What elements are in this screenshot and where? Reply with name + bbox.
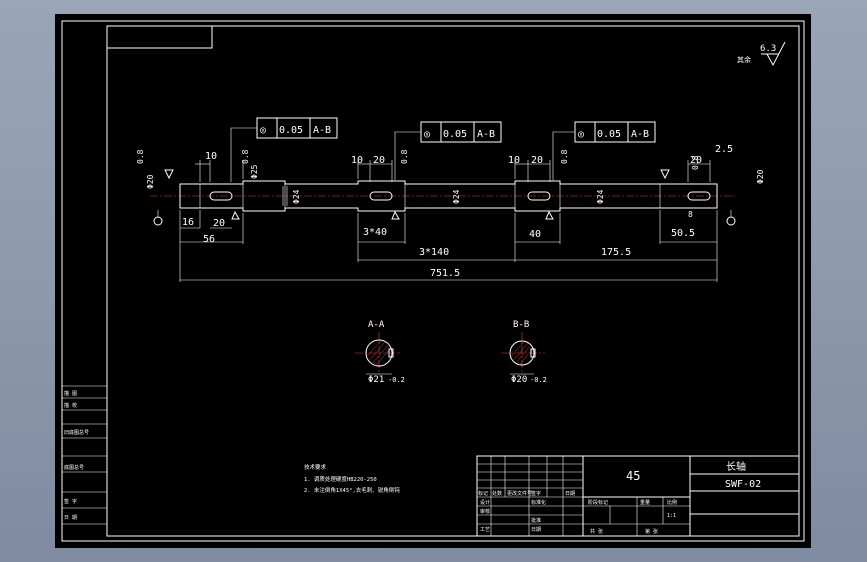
- tb-stage-mark: 阶段标记: [588, 499, 608, 506]
- dim-10a: 10: [205, 151, 217, 162]
- tol-symbol-2: ◎: [424, 129, 430, 140]
- dia-24b: Φ24: [452, 189, 461, 204]
- dia-24c: Φ24: [596, 189, 605, 204]
- shaft-outline: [179, 180, 718, 212]
- section-a-a: A-A Φ21 -0.2: [355, 320, 405, 385]
- rough-08-left: 0.8: [136, 149, 145, 164]
- rough-08-b: 0.8: [400, 149, 409, 164]
- dim-2-5: 2.5: [715, 144, 733, 155]
- dim-3x40: 3*40: [363, 227, 387, 238]
- tb-check: 审核: [480, 508, 490, 515]
- tb-date: 日期: [565, 491, 575, 497]
- dim-20b: 20: [213, 218, 225, 229]
- cad-drawing: 描 图 描 校 旧底图总号 底图总号 签 字 日 期 其余 6.3: [61, 20, 805, 542]
- roughness-note: 其余 6.3: [737, 41, 786, 67]
- section-b-b: B-B Φ20 -0.2: [501, 320, 547, 385]
- tol-symbol-3: ◎: [578, 129, 584, 140]
- dia-20a: Φ20: [146, 174, 155, 189]
- dimension-texts: 10 20 16 56 10 20 3*40 3*140 10 20 40 17…: [182, 144, 733, 279]
- extension-lines: [179, 160, 718, 282]
- dim-20d: 20: [531, 155, 543, 166]
- tol-symbol-1: ◎: [260, 125, 266, 136]
- dia-20b: Φ20: [756, 169, 765, 184]
- rough-08-right: 0.8: [691, 155, 700, 170]
- drawing-sheet: 描 图 描 校 旧底图总号 底图总号 签 字 日 期 其余 6.3: [55, 14, 811, 548]
- section-b-tol: -0.2: [530, 376, 547, 384]
- tb-sheet-no: 第 张: [645, 528, 658, 535]
- dim-751: 751.5: [430, 268, 460, 279]
- dim-10c: 10: [508, 155, 520, 166]
- dim-16: 16: [182, 217, 194, 228]
- tol-datum-1: A-B: [313, 125, 331, 136]
- title-block: 标记 处数 更改文件号 签字 日期 设计 审核 工艺 标准化 批准 日期 阶段标…: [476, 455, 800, 537]
- section-b-dia: Φ20: [511, 375, 527, 385]
- tb-design: 设计: [480, 499, 490, 506]
- tol-datum-3: A-B: [631, 129, 649, 140]
- dim-20e: 20: [690, 155, 702, 166]
- dim-175: 175.5: [601, 247, 631, 258]
- strip-cell-2: 描 校: [64, 402, 77, 409]
- dim-50: 50.5: [671, 228, 695, 239]
- dim-10b: 10: [351, 155, 363, 166]
- dim-8: 8: [688, 210, 693, 219]
- tb-weight: 重量: [640, 499, 650, 506]
- strip-cell-5: 签 字: [64, 498, 77, 505]
- strip-cell-6: 日 期: [64, 515, 77, 521]
- section-a-title: A-A: [368, 320, 385, 330]
- datum-markers: [153, 169, 736, 226]
- dim-3x140: 3*140: [419, 247, 449, 258]
- keyway-2: [369, 191, 393, 201]
- tolerance-frame-1: ◎ 0.05 A-B: [230, 117, 338, 182]
- rough-08-c: 0.8: [560, 149, 569, 164]
- dia-24a: Φ24: [292, 189, 301, 204]
- keyway-4: [687, 191, 711, 201]
- dim-20c: 20: [373, 155, 385, 166]
- left-strip: 描 图 描 校 旧底图总号 底图总号 签 字 日 期: [62, 385, 107, 525]
- dim-40: 40: [529, 229, 541, 240]
- tolerance-frame-2: ◎ 0.05 A-B: [394, 121, 502, 180]
- outer-border: [61, 20, 805, 542]
- diameter-labels: Φ24 Φ24 Φ24 Φ25 Φ20 Φ20 0.8 0.8 0.8 0.8 …: [136, 149, 765, 204]
- tb-mark: 标记: [478, 490, 488, 497]
- roughness-note-value: 6.3: [760, 44, 776, 54]
- rough-08-a: 0.8: [241, 149, 250, 164]
- section-a-tol: -0.2: [388, 376, 405, 384]
- tol-value-1: 0.05: [279, 125, 303, 136]
- tb-part-name: 长轴: [726, 460, 746, 473]
- tb-date2: 日期: [531, 527, 541, 533]
- tb-count: 处数: [492, 490, 502, 497]
- tb-change-doc: 更改文件号: [507, 490, 532, 497]
- section-b-title: B-B: [513, 320, 529, 330]
- roughness-note-label: 其余: [737, 55, 751, 64]
- dimension-lines: [180, 163, 717, 281]
- keyway-1: [209, 191, 233, 201]
- tech-req-item-1: 1. 调质处理硬度HB220-250: [304, 475, 377, 483]
- tb-sheets: 共 张: [590, 528, 603, 535]
- tolerance-frame-3: ◎ 0.05 A-B: [552, 121, 656, 180]
- tech-req-item-2: 2. 未注倒角1X45°,去毛刺、锐角倒钝: [304, 486, 400, 494]
- tb-drawing-no: SWF-02: [725, 479, 761, 490]
- strip-cell-4: 底图总号: [64, 464, 84, 471]
- tb-scale-value: 1:1: [667, 513, 676, 519]
- section-a-dia: Φ21: [368, 375, 384, 385]
- strip-cell-1: 描 图: [64, 390, 77, 397]
- strip-cell-3: 旧底图总号: [64, 429, 89, 436]
- inner-border: [106, 25, 800, 537]
- tol-value-2: 0.05: [443, 129, 467, 140]
- dim-56: 56: [203, 234, 215, 245]
- keyway-3: [527, 191, 551, 201]
- tech-requirements: 技术要求 1. 调质处理硬度HB220-250 2. 未注倒角1X45°,去毛刺…: [304, 463, 400, 494]
- dia-25: Φ25: [250, 164, 259, 179]
- tol-value-3: 0.05: [597, 129, 621, 140]
- tb-scale: 比例: [667, 499, 677, 506]
- tb-sign: 签字: [531, 490, 541, 497]
- tb-material: 45: [626, 469, 640, 483]
- tb-approve: 批准: [531, 517, 541, 524]
- tb-standardize: 标准化: [531, 499, 546, 506]
- tech-req-title: 技术要求: [304, 463, 327, 471]
- tb-craft: 工艺: [480, 527, 490, 533]
- top-left-box: [106, 25, 213, 49]
- tol-datum-2: A-B: [477, 129, 495, 140]
